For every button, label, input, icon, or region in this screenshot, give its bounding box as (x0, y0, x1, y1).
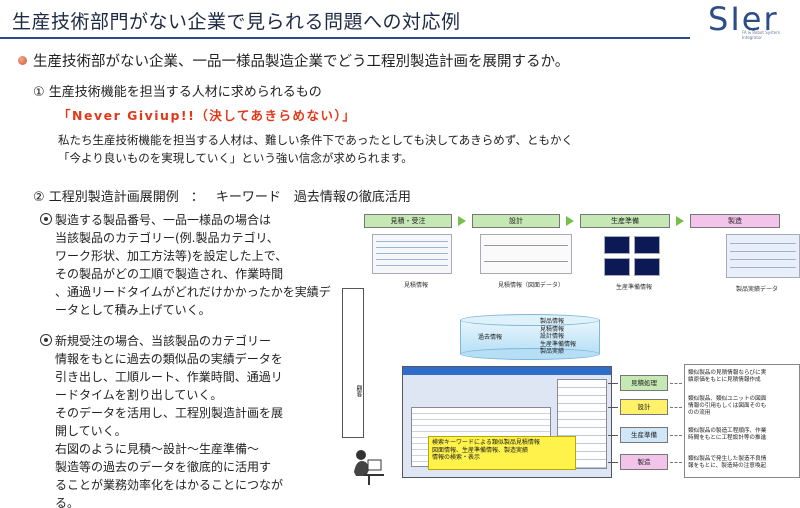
prep-thumbnail (604, 258, 630, 276)
person-at-computer-icon (354, 450, 384, 485)
arrow-line (608, 435, 618, 436)
drawing-thumbnail (480, 234, 572, 274)
past-info-database: 過去情報 (460, 314, 600, 360)
title-bar: 生産技術部門がない企業で見られる問題への対応例 SIer FA & Robot … (0, 0, 800, 40)
list-item-text: 製造する製品番号、一品一様品の場合は 当該製品のカテゴリー(例.製品カテゴリ、 … (55, 213, 331, 317)
circle-bullet-icon (40, 334, 52, 346)
caption-estimate: 見積情報 (404, 282, 429, 289)
db-label: 過去情報 (478, 334, 503, 341)
note-estimate: 類似製品の見積情報ならびに実 績原価をもとに見積情報作成 (688, 370, 767, 383)
section1-heading: ① 生産技術機能を担当する人材に求められるもの (33, 85, 322, 100)
list-item: 製造する製品番号、一品一様品の場合は 当該製品のカテゴリー(例.製品カテゴリ、 … (40, 211, 340, 319)
right-stage-manufacture: 製造 (620, 454, 668, 470)
stage-design: 設計 (472, 214, 560, 228)
search-keyword-box: 検索キーワードによる類似製品見積情報 図面情報、生産準備情報、製造実績 情報の検… (428, 436, 576, 470)
arrow-line (608, 407, 618, 408)
right-stage-design: 設計 (620, 399, 668, 415)
prep-thumbnail (634, 236, 660, 254)
list-item: 新規受注の場合、当該製品のカテゴリー 情報をもとに過去の類似品の実績データを 引… (40, 332, 340, 508)
title-divider (0, 37, 690, 39)
stage-estimate: 見積・受注 (364, 214, 452, 228)
db-item: 製品実績 (540, 348, 565, 355)
connector-line (670, 407, 682, 408)
db-item-list: 製品情報 見積情報 設計情報 生産準備情報 製品実績 (540, 318, 576, 356)
db-item: 生産準備情報 (540, 340, 577, 348)
note-design: 類似製品、類似ユニットの図面 情報の引用もしくは図面そのも のの流用 (688, 396, 767, 416)
main-bullet-text: 生産技術部がない企業、一品一様品製造企業でどう工程別製造計画を展開するか。 (33, 54, 570, 70)
stage-prep: 生産準備 (580, 214, 670, 228)
db-item: 設計情報 (540, 333, 565, 340)
section2-heading-a: ② 工程別製造計画展開例 (33, 190, 179, 205)
db-item: 見積情報 (540, 325, 565, 333)
estimate-thumbnail (372, 234, 452, 274)
section1-slogan: 「Never Giviup!!（決してあきらめない）」 (58, 108, 357, 123)
list-item-text: 新規受注の場合、当該製品のカテゴリー 情報をもとに過去の類似品の実績データを 引… (55, 334, 284, 508)
connector-line (670, 435, 682, 436)
manufacture-thumbnail (726, 234, 800, 278)
section2-heading-b: キーワード 過去情報の徹底活用 (215, 190, 411, 205)
arrow-right-icon (566, 216, 574, 226)
process-diagram: 見積・受注 設計 生産準備 製造 見積情報 見積情報（図面データ） 生産準備情報… (342, 200, 800, 508)
arrow-line (608, 383, 618, 384)
notes-box (684, 364, 800, 478)
arrow-right-icon (676, 216, 684, 226)
circle-bullet-icon (40, 213, 52, 225)
arrow-line (608, 462, 618, 463)
section1-body-text: 私たち生産技術機能を担当する人材は、難しい条件下であったとしても決してあきらめず… (58, 133, 573, 165)
caption-manufacture: 製品実績データ (736, 286, 779, 293)
section1-body: 私たち生産技術機能を担当する人材は、難しい条件下であったとしても決してあきらめず… (58, 131, 758, 167)
main-bullet: 生産技術部がない企業、一品一様品製造企業でどう工程別製造計画を展開するか。 (18, 50, 569, 71)
note-manufacture: 類似製品で発生した製造不良情 報をもとに、製造時の注意喚起 (688, 456, 767, 469)
caption-drawing: 見積情報（図面データ） (498, 282, 565, 289)
logo-subtitle: FA & Robot System Integrator (742, 30, 781, 40)
caption-prep: 生産準備情報 (616, 284, 653, 291)
page-title: 生産技術部門がない企業で見られる問題への対応例 (12, 11, 461, 33)
prep-thumbnail (604, 236, 630, 254)
connector-line (670, 462, 682, 463)
right-stage-estimate: 見積処理 (620, 375, 668, 391)
customer-column: 顧客 (342, 288, 364, 438)
note-prep: 類似製品の製造工程順序、作業 時間をもとに工程設計等の推進 (688, 428, 767, 441)
db-item: 製品情報 (540, 318, 565, 325)
right-stage-prep: 生産準備 (620, 427, 668, 443)
connector-line (670, 383, 682, 384)
arrow-right-icon (458, 216, 466, 226)
prep-thumbnail (634, 258, 660, 276)
stage-manufacture: 製造 (690, 214, 780, 228)
app-title-bar (403, 367, 611, 375)
section2-heading-sep: ： (190, 190, 204, 205)
bullet-dot-icon (18, 56, 27, 65)
sier-logo: SIer (708, 0, 779, 38)
section2-heading: ② 工程別製造計画展開例 ： キーワード 過去情報の徹底活用 (33, 186, 423, 205)
